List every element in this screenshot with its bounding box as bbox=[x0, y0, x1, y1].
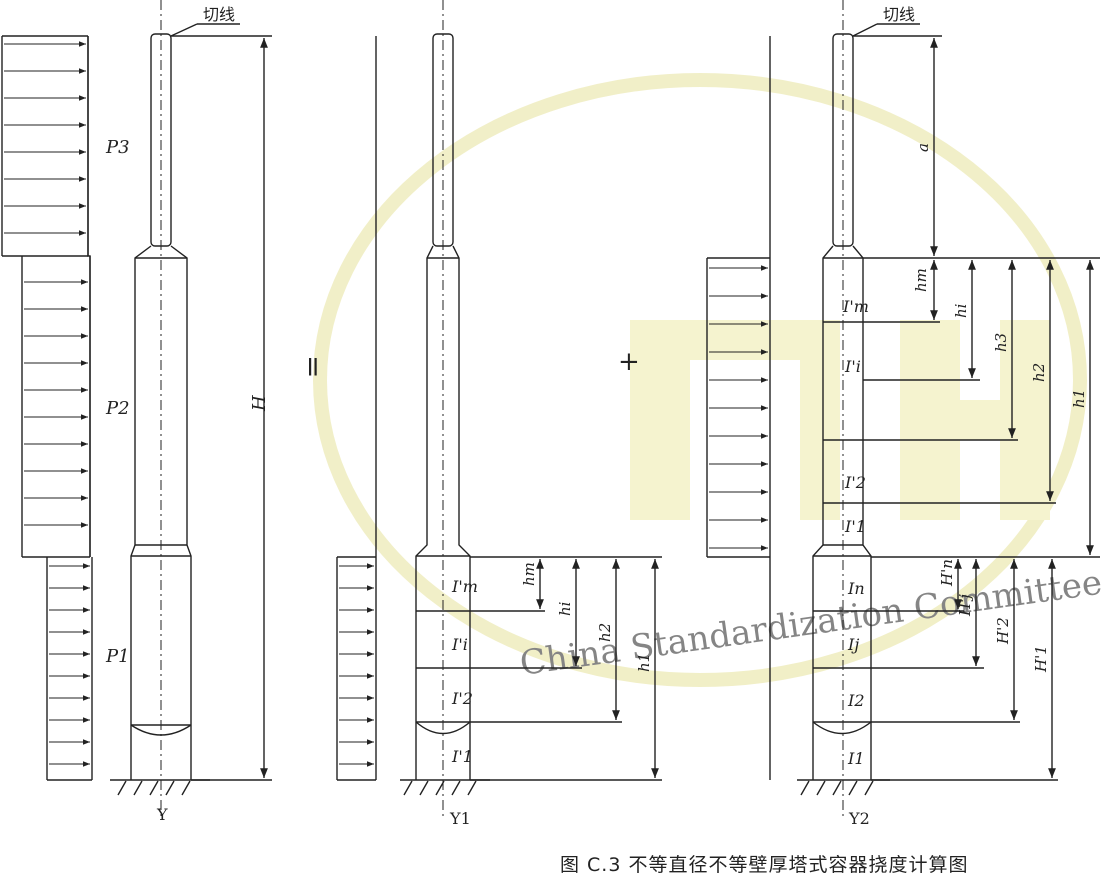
load-label-p3: P3 bbox=[105, 137, 130, 158]
mid-section-im: I'm bbox=[451, 577, 478, 596]
left-ground-hatch bbox=[117, 780, 191, 796]
middle-ground-hatch bbox=[403, 780, 477, 796]
right-system bbox=[706, 0, 1100, 820]
watermark-text: China Standardization Committee · Xinhua… bbox=[517, 498, 1103, 684]
load-label-p1: P1 bbox=[105, 646, 130, 667]
axis-label-y1: Y1 bbox=[449, 809, 471, 828]
right-dim-hm: hm bbox=[912, 268, 930, 292]
right-dim-a: a bbox=[914, 143, 932, 152]
right-section-im: I'm bbox=[842, 297, 869, 316]
right-dim-hj: H'j bbox=[956, 594, 974, 617]
mid-dim-hi: hi bbox=[556, 601, 574, 616]
middle-load-arrows bbox=[339, 563, 374, 767]
watermark: China Standardization Committee · Xinhua… bbox=[313, 73, 1103, 687]
plus-sign: + bbox=[618, 347, 640, 377]
axis-label-y: Y bbox=[156, 805, 168, 824]
left-labels: 切线 P3 P2 P1 H Y bbox=[105, 5, 270, 824]
mid-dim-h1: h1 bbox=[635, 653, 653, 672]
right-dim-h3: h3 bbox=[992, 333, 1010, 352]
right-dim-hi: hi bbox=[952, 303, 970, 318]
left-system bbox=[1, 0, 272, 820]
mid-section-i2: I'2 bbox=[451, 689, 473, 708]
right-dim-h2-lower: H'2 bbox=[994, 617, 1012, 645]
equals-sign: = bbox=[297, 355, 330, 378]
right-section-ij: Ij bbox=[847, 635, 859, 654]
right-labels: 切线 I'm I'i I'2 I'1 a hm hi h3 h2 h1 In I… bbox=[842, 5, 1088, 828]
right-section-i1: I'1 bbox=[844, 517, 866, 536]
total-height-label: H bbox=[249, 395, 270, 412]
left-load-arrows bbox=[4, 41, 90, 767]
right-load-arrows bbox=[709, 265, 768, 551]
right-dim-h1: h1 bbox=[1070, 389, 1088, 408]
right-dim-h1-lower: H'1 bbox=[1032, 645, 1050, 673]
right-section-in: In bbox=[847, 579, 865, 598]
right-section-i2: I'2 bbox=[844, 473, 866, 492]
middle-system bbox=[336, 0, 662, 820]
load-label-p2: P2 bbox=[105, 398, 130, 419]
figure-caption: 图 C.3 不等直径不等壁厚塔式容器挠度计算图 bbox=[560, 854, 969, 876]
right-dim-h2: h2 bbox=[1030, 363, 1048, 382]
right-ground-hatch bbox=[800, 780, 874, 796]
right-dim-hn: H'n bbox=[938, 559, 956, 587]
mid-dim-hm: hm bbox=[520, 562, 538, 586]
right-section-i2-lower: I2 bbox=[847, 691, 865, 710]
right-section-ii: I'i bbox=[844, 357, 861, 376]
tangent-label-left: 切线 bbox=[203, 5, 235, 24]
mid-section-ii: I'i bbox=[451, 635, 468, 654]
mid-dim-h2: h2 bbox=[596, 623, 614, 642]
middle-labels: I'm I'i I'2 I'1 hm hi h2 h1 Y1 bbox=[449, 562, 653, 828]
tangent-label-right: 切线 bbox=[883, 5, 915, 24]
right-section-i1-lower: I1 bbox=[847, 749, 865, 768]
axis-label-y2: Y2 bbox=[848, 809, 870, 828]
mid-section-i1: I'1 bbox=[451, 747, 473, 766]
